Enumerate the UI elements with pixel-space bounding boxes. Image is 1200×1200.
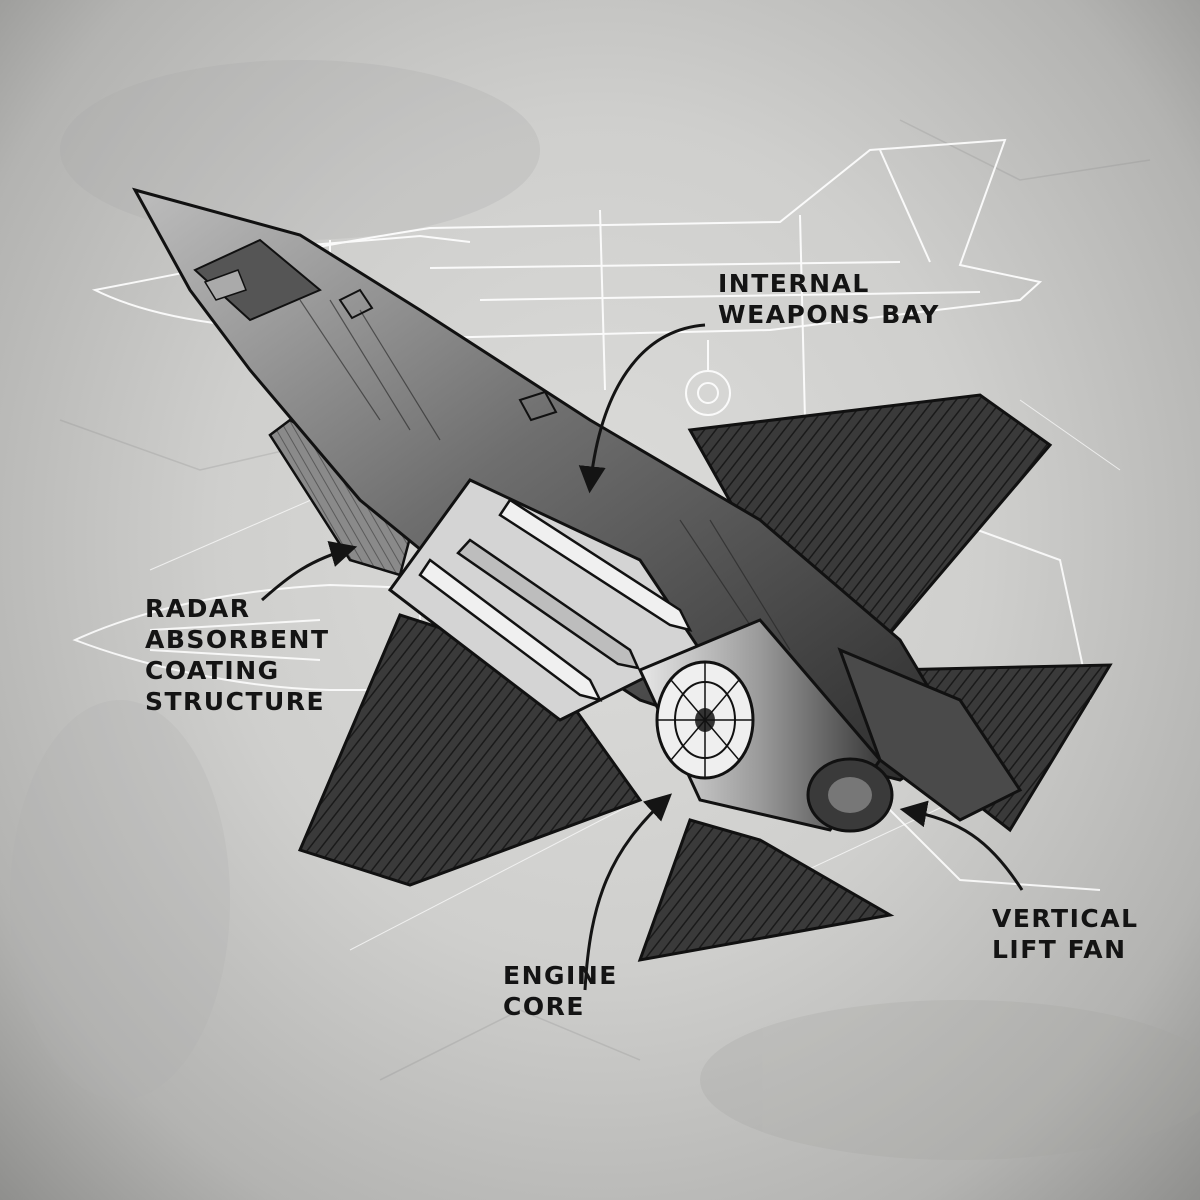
callout-line: LIFT FAN <box>992 935 1127 964</box>
canopy <box>193 238 322 322</box>
callout-line: RADAR <box>145 594 251 623</box>
callout-line: COATING <box>145 656 280 685</box>
callout-line: INTERNAL <box>718 269 870 298</box>
lower-tailplane <box>637 818 895 962</box>
callout-line: STRUCTURE <box>145 687 326 716</box>
leader-arrows <box>261 323 1024 991</box>
callout-radar-absorbent-coating: RADAR ABSORBENT COATING STRUCTURE <box>145 593 330 717</box>
paper-texture <box>10 60 1200 1160</box>
callout-line: WEAPONS BAY <box>718 300 940 329</box>
engine-cutaway <box>637 618 894 833</box>
blueprint-side-view <box>91 138 1043 421</box>
callout-line: VERTICAL <box>992 904 1139 933</box>
missiles <box>418 498 693 702</box>
callout-line: CORE <box>503 992 585 1021</box>
callout-internal-weapons-bay: INTERNAL WEAPONS BAY <box>718 268 940 330</box>
callout-engine-core: ENGINE CORE <box>503 960 618 1022</box>
callout-vertical-lift-fan: VERTICAL LIFT FAN <box>992 903 1139 965</box>
callout-line: ENGINE <box>503 961 618 990</box>
tail-boom <box>837 647 1023 822</box>
callout-line: ABSORBENT <box>145 625 330 654</box>
